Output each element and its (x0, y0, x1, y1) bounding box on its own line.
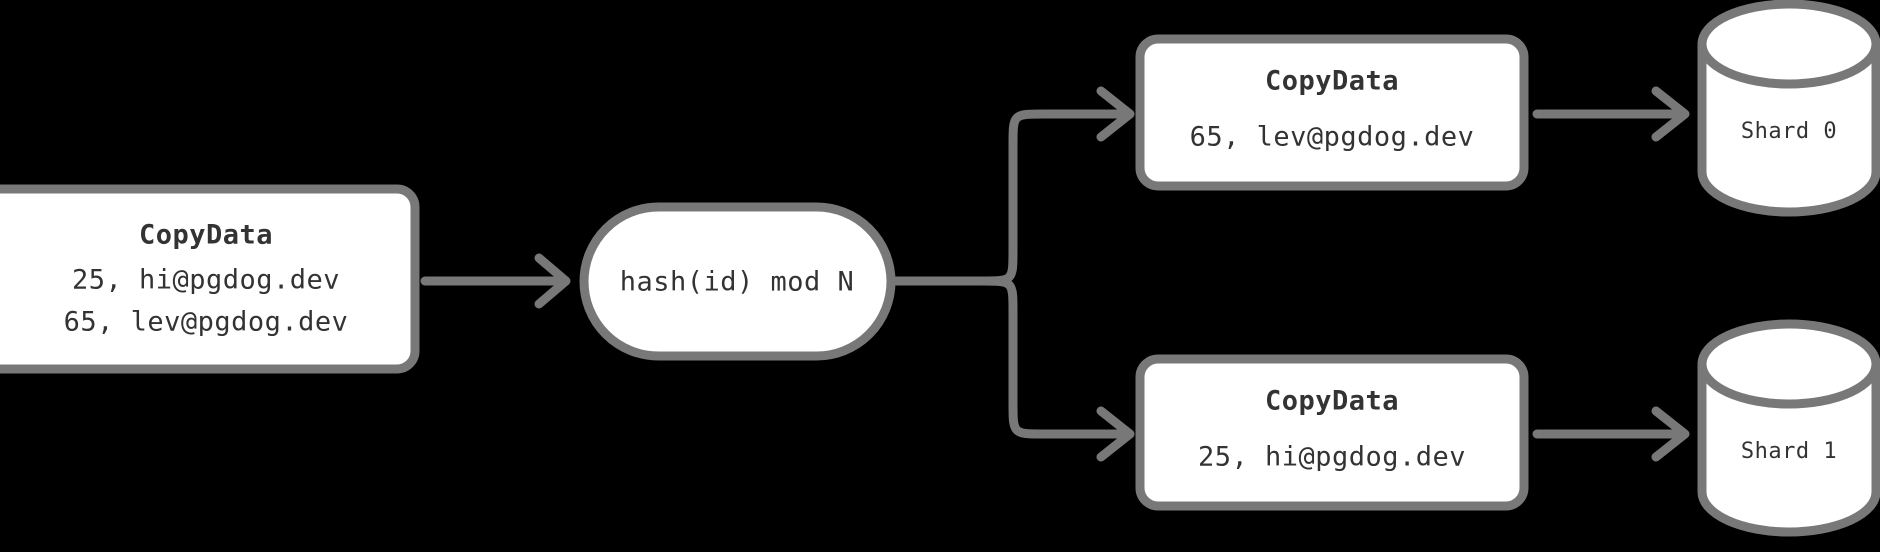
arrow-head-payload0-shard0 (1651, 86, 1690, 142)
shard1-cylinder-body[interactable] (1697, 359, 1880, 537)
edge-source-to-router (420, 253, 571, 309)
node-source-copydata[interactable]: CopyData 25, hi@pgdog.dev 65, lev@pgdog.… (0, 184, 420, 374)
node-shard1-cylinder[interactable]: Shard 1 (1697, 319, 1880, 537)
shard0-payload-shape[interactable] (1135, 34, 1529, 191)
edge-line-router-shard1-payload (977, 276, 1129, 439)
arrow-head-source-router (534, 253, 571, 309)
shard0-payload-row-0: 65, lev@pgdog.dev (1190, 122, 1475, 153)
source-row-1: 65, lev@pgdog.dev (64, 307, 349, 338)
edge-shard1-payload-to-shard1 (1532, 406, 1690, 462)
router-pill-shape[interactable] (579, 202, 896, 361)
router-label: hash(id) mod N (620, 267, 855, 298)
shard1-cylinder-top[interactable] (1697, 319, 1880, 409)
node-shard0-payload[interactable]: CopyData 65, lev@pgdog.dev (1135, 34, 1529, 191)
shard0-payload-title: CopyData (1265, 66, 1399, 97)
shard1-payload-title: CopyData (1265, 386, 1399, 417)
edge-router-to-shard0-payload (977, 86, 1135, 286)
shard0-cylinder-top[interactable] (1697, 0, 1880, 89)
edge-router-to-shard1-payload (977, 276, 1135, 462)
node-hash-router[interactable]: hash(id) mod N (579, 202, 896, 361)
arrow-head-router-shard1-payload (1096, 406, 1135, 462)
shard0-cylinder-body[interactable] (1697, 39, 1880, 217)
node-shard1-payload[interactable]: CopyData 25, hi@pgdog.dev (1135, 354, 1529, 511)
node-shard0-cylinder[interactable]: Shard 0 (1697, 0, 1880, 217)
source-row-0: 25, hi@pgdog.dev (72, 265, 340, 296)
source-box-shape[interactable] (0, 184, 420, 374)
source-title: CopyData (139, 220, 273, 251)
arrow-head-payload1-shard1 (1651, 406, 1690, 462)
shard1-label: Shard 1 (1741, 439, 1837, 464)
shard1-payload-row-0: 25, hi@pgdog.dev (1198, 442, 1466, 473)
shard1-payload-shape[interactable] (1135, 354, 1529, 511)
edge-shard0-payload-to-shard0 (1532, 86, 1690, 142)
shard0-label: Shard 0 (1741, 119, 1837, 144)
arrow-head-router-shard0-payload (1096, 86, 1135, 142)
